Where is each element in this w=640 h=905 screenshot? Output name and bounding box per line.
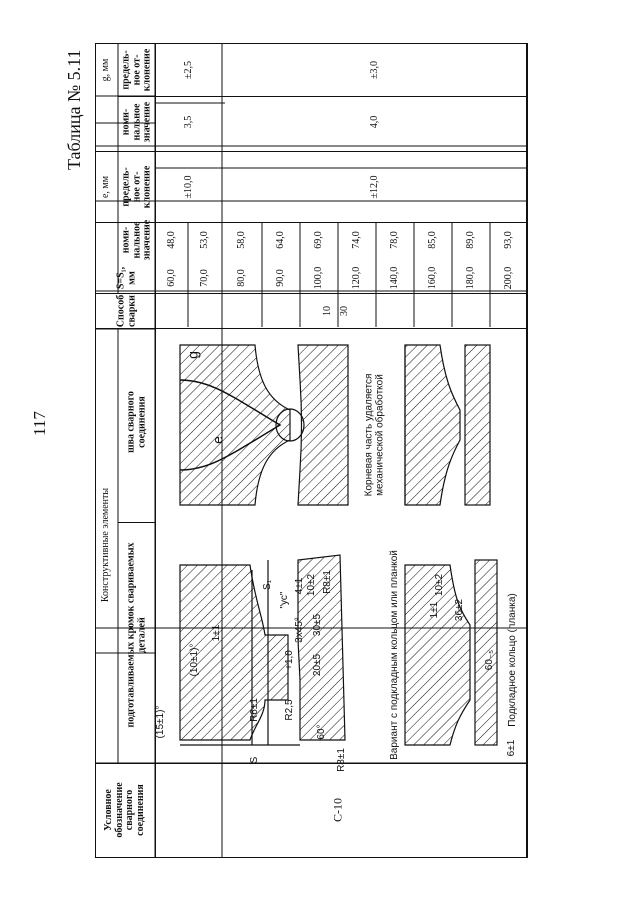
label-yc: "ус" [278,591,290,609]
label-four: 4±1 [293,577,305,595]
label-s: S [248,756,260,764]
label-angle15: (15±1)° [154,705,166,739]
edge-prep-drawing [179,554,346,746]
backing-ring-drawing [404,344,498,746]
label-dim10: 10±2 [305,573,317,597]
label-gap2: 1±1 [428,601,440,619]
label-dim36: 36±2 [453,598,465,622]
label-r25: R2,5 [283,699,295,721]
label-e: e [209,436,226,444]
label-dim10b: 10±2 [433,573,445,597]
label-root-note: Корневая часть удаляется механической об… [363,373,386,497]
label-dim30: 30±5 [311,613,323,637]
label-r6: R6±1 [248,698,260,722]
label-dim60: 60₋₅ [483,649,495,671]
label-gap: 1±1 [210,624,222,642]
label-variant: Вариант с подкладным кольцом или планкой [388,550,400,760]
label-r25-tol: +1,0 [283,650,295,670]
label-r8a: R8±1 [335,748,347,772]
label-dim6: 6±1 [505,739,517,757]
label-g: g [184,351,201,359]
label-dim20: 20±5 [311,653,323,677]
label-angle10: (10±1)° [188,643,200,677]
label-r8b: R8±1 [321,570,333,594]
label-angle60: 60° [315,724,327,740]
label-ring: Подкладное кольцо (планка) [506,593,518,727]
label-chamfer: 3x45° [293,617,305,643]
label-s1: S₁ [261,579,273,591]
weld-seam-drawing [179,344,349,506]
